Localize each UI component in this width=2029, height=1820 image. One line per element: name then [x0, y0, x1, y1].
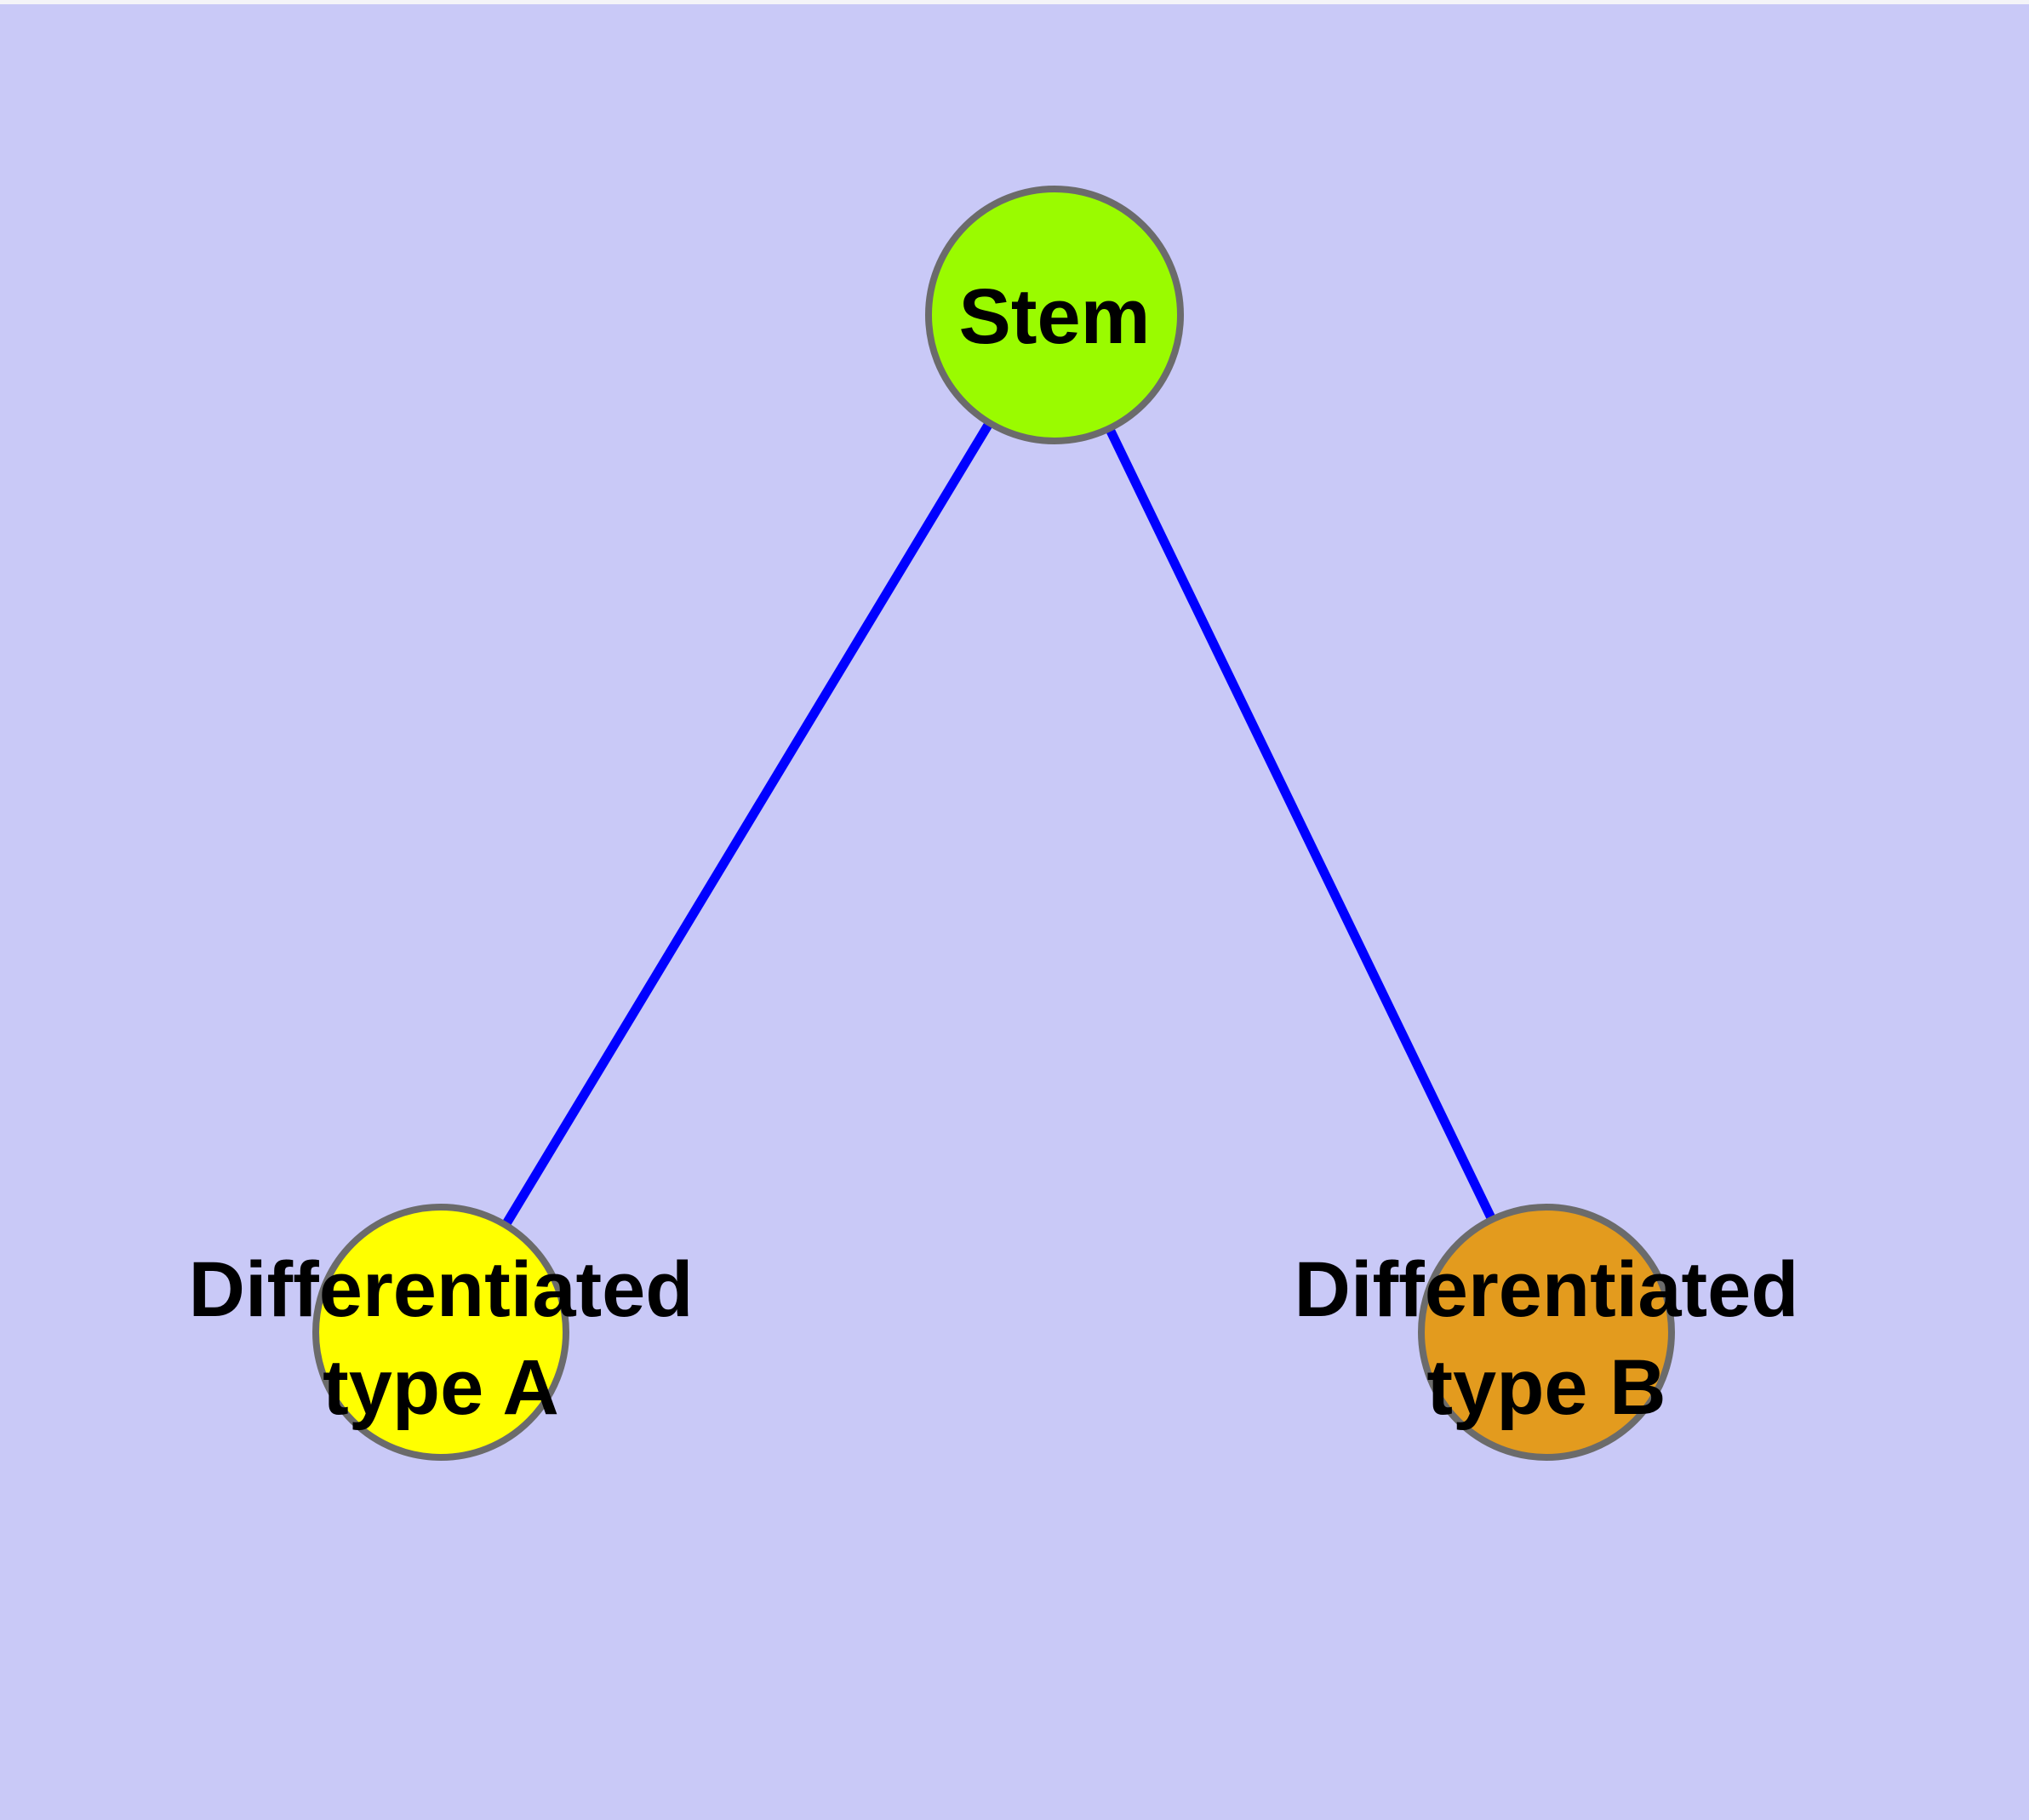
edge-stem-to-typeB	[1050, 312, 1551, 1335]
node-typeB-circle	[1418, 1204, 1675, 1461]
node-typeA-label-line2: type A	[323, 1344, 559, 1431]
node-typeA-label-line1: Differentiated	[189, 1246, 694, 1333]
node-typeB-label-line1: Differentiated	[1295, 1246, 1799, 1333]
node-typeA-circle	[312, 1204, 569, 1461]
node-stem-label: Stem	[959, 273, 1151, 360]
node-stem-circle	[925, 186, 1184, 444]
top-margin-strip	[0, 0, 2029, 4]
node-typeB-label-line2: type B	[1426, 1344, 1666, 1431]
edge-stem-to-typeA	[437, 312, 1059, 1335]
